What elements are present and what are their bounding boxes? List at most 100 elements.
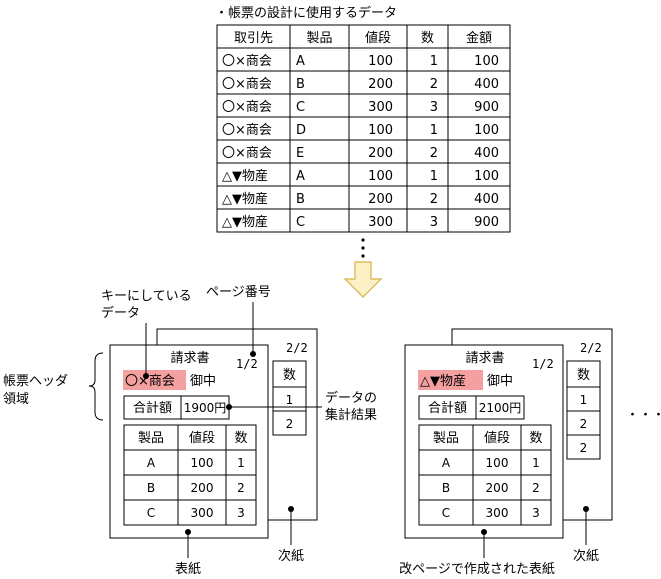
invoice-item-cell: 300	[191, 506, 214, 520]
table-cell: 100	[474, 169, 499, 184]
invoice-item-cell: B	[442, 481, 450, 495]
invoice-item-cell: 1	[532, 456, 540, 470]
back-row-right-2: 2	[580, 441, 588, 455]
invoice-item-cell: 200	[486, 481, 509, 495]
table-cell: C	[296, 215, 305, 230]
cover-leader-left	[185, 529, 191, 558]
table-cell: 2	[430, 146, 438, 161]
customer-highlight-right	[418, 370, 483, 390]
table-cell: 300	[368, 100, 393, 115]
page-back-right: 2/2	[580, 341, 602, 355]
more-ellipsis: ・・・	[626, 408, 661, 423]
total-label-right: 合計額	[428, 400, 467, 416]
back-col-qty-left: 数	[283, 368, 296, 383]
table-cell: 400	[474, 77, 499, 92]
key-data-leader	[143, 323, 149, 379]
col-product-left: 製品	[138, 431, 164, 446]
table-cell: 100	[474, 54, 499, 69]
aggregate-label-line2: 集計結果	[325, 407, 377, 423]
table-cell: B	[296, 192, 305, 207]
table-cell: A	[296, 169, 305, 184]
total-value-left: 1900円	[184, 401, 227, 415]
key-data-label-line2: データ	[101, 305, 140, 321]
invoice-right: 2/2 数 1 2 2 請求書 1/2 △▼物産 御中 合計額 2100円 製品…	[404, 328, 613, 539]
page-number-label: ページ番号	[206, 285, 271, 300]
invoice-item-cell: 2	[532, 481, 540, 495]
invoice-item-cell: C	[442, 506, 450, 520]
table-cell: 100	[368, 123, 393, 138]
col-qty-left: 数	[234, 431, 247, 446]
table-cell: 3	[430, 215, 438, 230]
section-heading: ・帳票の設計に使用するデータ	[215, 5, 397, 21]
key-data-label-line1: キーにしている	[101, 289, 192, 304]
next-sheet-label-right: 次紙	[573, 548, 599, 564]
invoice-item-cell: A	[147, 456, 156, 470]
table-cell: △▼物産	[222, 191, 268, 207]
table-cell: 300	[368, 215, 393, 230]
table-cell: 2	[430, 192, 438, 207]
back-col-qty-right: 数	[577, 368, 590, 383]
page-back-left: 2/2	[286, 341, 308, 355]
header-area-label-line2: 領域	[3, 391, 29, 407]
table-cell: D	[296, 123, 306, 138]
invoice-item-cell: 2	[237, 481, 245, 495]
invoice-item-cell: 1	[237, 456, 245, 470]
customer-right: △▼物産	[420, 373, 466, 389]
aggregate-label-line1: データの	[325, 390, 377, 406]
invoice-item-cell: 100	[486, 456, 509, 470]
down-arrow-icon	[343, 261, 383, 298]
next-sheet-label-left: 次紙	[278, 548, 304, 564]
table-cell: 200	[368, 192, 393, 207]
customer-highlight-left	[123, 370, 186, 390]
customer-left: 〇×商会	[125, 374, 175, 389]
next-sheet-leader-right	[583, 506, 589, 545]
total-label-left: 合計額	[133, 400, 172, 416]
invoice-item-cell: 100	[191, 456, 214, 470]
invoice-left: 2/2 数 1 2 請求書 1/2 〇×商会 御中 合計額 1900円 製品 値…	[109, 328, 318, 539]
new-page-cover-label: 改ページで作成された表紙	[399, 562, 555, 577]
col-product-right: 製品	[433, 431, 459, 446]
cover-sheet-label: 表紙	[175, 562, 201, 577]
table-cell: 400	[474, 146, 499, 161]
invoice-item-cell: B	[147, 481, 155, 495]
back-row-left-0: 1	[286, 393, 294, 407]
col-price-right: 値段	[484, 430, 510, 446]
table-header-cell: 取引先	[234, 31, 273, 46]
table-cell: 200	[368, 146, 393, 161]
page-front-right: 1/2	[532, 357, 554, 371]
table-header-cell: 値段	[365, 30, 391, 46]
page-front-left: 1/2	[236, 357, 258, 371]
table-cell: 1	[430, 123, 438, 138]
table-cell: 900	[474, 215, 499, 230]
table-cell: B	[296, 77, 305, 92]
next-sheet-leader-left	[288, 506, 294, 545]
table-cell: 3	[430, 100, 438, 115]
new-page-cover-leader	[481, 529, 487, 558]
back-row-right-1: 2	[580, 417, 588, 431]
page-number-leader	[250, 302, 256, 357]
table-cell: 100	[474, 123, 499, 138]
table-header-cell: 数	[421, 31, 434, 46]
invoice-item-cell: 3	[237, 506, 245, 520]
table-cell: 200	[368, 77, 393, 92]
table-cell: 〇×商会	[222, 146, 272, 161]
invoice-item-cell: C	[147, 506, 155, 520]
honorific-right: 御中	[487, 374, 513, 389]
invoice-item-cell: A	[442, 456, 451, 470]
continuation-dots	[361, 238, 365, 258]
header-area-label-line1: 帳票ヘッダ	[3, 374, 68, 389]
invoice-item-cell: 3	[532, 506, 540, 520]
table-cell: 1	[430, 169, 438, 184]
total-value-right: 2100円	[479, 401, 522, 415]
invoice-title-right: 請求書	[465, 351, 504, 366]
table-cell: △▼物産	[222, 168, 268, 184]
col-price-left: 値段	[189, 430, 215, 446]
table-cell: 〇×商会	[222, 54, 272, 69]
invoice-item-cell: 300	[486, 506, 509, 520]
table-cell: E	[296, 146, 304, 161]
honorific-left: 御中	[190, 374, 216, 389]
table-cell: C	[296, 100, 305, 115]
table-cell: 〇×商会	[222, 100, 272, 115]
